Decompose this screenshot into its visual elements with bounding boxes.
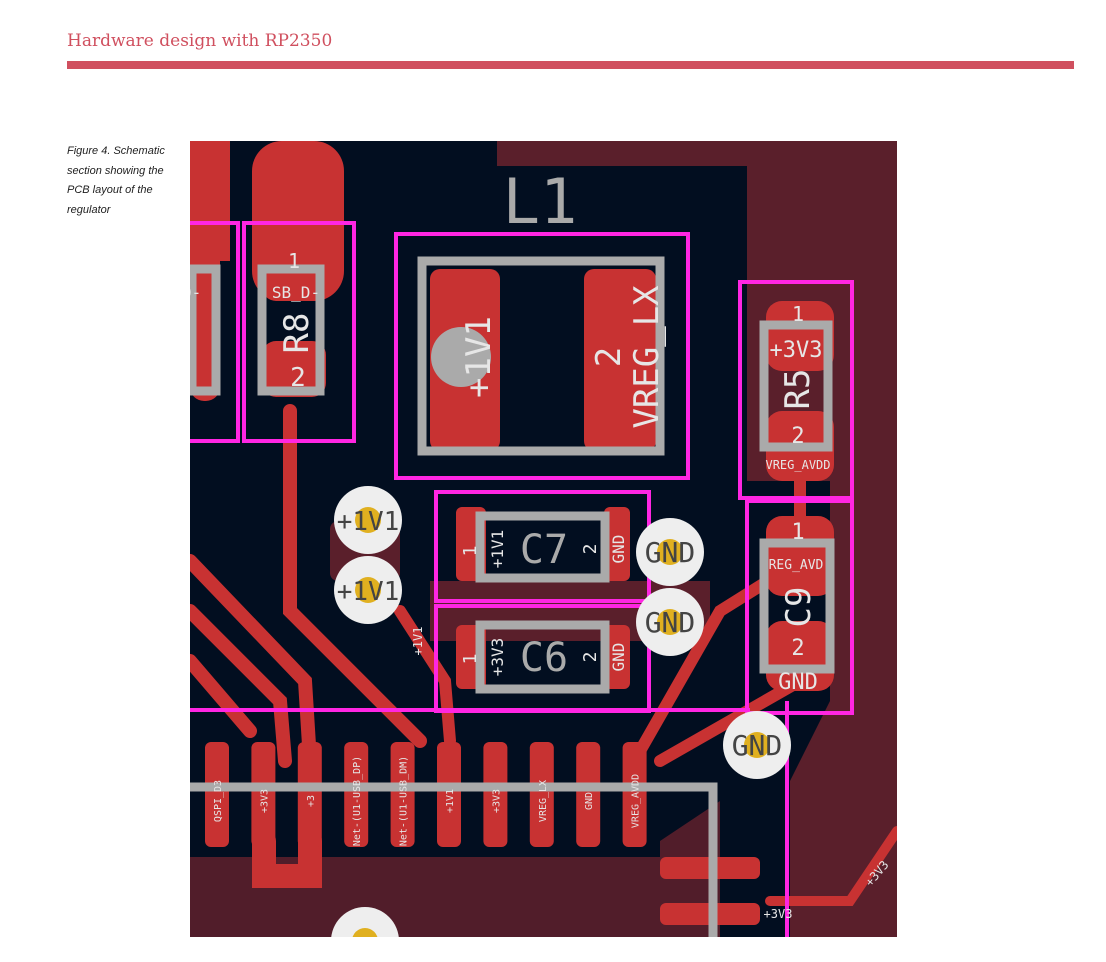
ic-pad bbox=[483, 742, 508, 847]
label-tp3: GND bbox=[645, 536, 696, 569]
ic-pin-label: +1V1 bbox=[445, 789, 456, 813]
label-c6: C6 bbox=[520, 635, 568, 681]
label-c7: C7 bbox=[520, 527, 568, 573]
ic-pin-label: +3 bbox=[306, 795, 317, 807]
label-c9-net2: GND bbox=[778, 670, 818, 695]
page-header-title: Hardware design with RP2350 bbox=[67, 31, 333, 51]
label-c6-p2: 2 bbox=[580, 652, 601, 663]
label-tp2: +1V1 bbox=[337, 577, 400, 607]
ic-pad bbox=[297, 742, 322, 847]
label-r5: R5 bbox=[778, 369, 818, 410]
label-c9-net1: REG_AVD bbox=[769, 558, 824, 573]
label-c6-net2: GND bbox=[609, 643, 628, 672]
ic-pad bbox=[390, 742, 415, 847]
ic-pads bbox=[205, 742, 647, 847]
label-c6-p1: 1 bbox=[460, 654, 481, 665]
label-r8-net: SB_D- bbox=[272, 283, 320, 302]
label-r5-p1: 1 bbox=[792, 302, 804, 326]
ic-pin-label: Net-(U1-USB_DM) bbox=[399, 756, 410, 846]
ic-pin-label: VREG_AVDD bbox=[631, 774, 642, 828]
ic-pad bbox=[529, 742, 554, 847]
pcb-layout-image: L1 +1V1 2 VREG_LX 1 SB_D- R8 2 D- 1 +3V3… bbox=[182, 141, 902, 962]
label-r5-p2: 2 bbox=[791, 424, 804, 449]
label-r-left-net: D- bbox=[190, 283, 201, 302]
header-rule bbox=[67, 61, 1074, 69]
ic-pin-label: +3V3 bbox=[491, 789, 502, 813]
pin1-marker bbox=[431, 327, 491, 387]
label-l1-pin2-num: 2 bbox=[589, 347, 629, 367]
label-r8-p1: 1 bbox=[288, 249, 300, 273]
ic-pin-labels: QSPI_D3 +3V3 +3 Net-(U1-USB_DP) Net-(U1-USB_… bbox=[213, 756, 642, 846]
label-r5-net2: VREG_AVDD bbox=[765, 458, 830, 472]
ic-pad bbox=[251, 742, 276, 847]
test-points bbox=[331, 486, 791, 962]
label-r5-net: +3V3 bbox=[770, 338, 823, 363]
ic-pin-label: +3V3 bbox=[259, 789, 270, 813]
ic-pin-label: GND bbox=[584, 792, 595, 810]
ic-pad bbox=[437, 742, 461, 847]
label-c9-p2: 2 bbox=[791, 636, 804, 661]
label-c7-p2: 2 bbox=[580, 544, 601, 555]
label-tp4: GND bbox=[645, 606, 696, 639]
label-l1-pin2: VREG_LX bbox=[627, 285, 667, 429]
label-c7-net1: +1V1 bbox=[488, 530, 507, 569]
label-c7-net2: GND bbox=[609, 535, 628, 564]
label-c9-p1: 1 bbox=[791, 520, 804, 545]
label-r8-p2: 2 bbox=[290, 363, 306, 393]
label-c6-net1: +3V3 bbox=[488, 638, 507, 677]
ic-pad bbox=[205, 742, 229, 847]
ic-pin-label: Net-(U1-USB_DP) bbox=[352, 756, 363, 846]
label-l1: L1 bbox=[503, 165, 578, 238]
silkscreen-outlines bbox=[187, 256, 835, 937]
label-r8: R8 bbox=[277, 313, 317, 354]
ic-pad bbox=[344, 742, 369, 847]
label-tp5: GND bbox=[732, 729, 783, 762]
label-trace-1v1: +1V1 bbox=[411, 627, 425, 656]
pcb-figure: L1 +1V1 2 VREG_LX 1 SB_D- R8 2 D- 1 +3V3… bbox=[182, 141, 902, 962]
figure-caption: Figure 4. Schematic section showing the … bbox=[67, 145, 165, 216]
ic-pad bbox=[576, 742, 601, 847]
label-l1-pin1: +1V1 bbox=[459, 316, 499, 398]
ic-pin-label: VREG_LX bbox=[538, 780, 549, 822]
label-c7-p1: 1 bbox=[460, 546, 481, 557]
label-trace-3v3: +3V3 bbox=[764, 907, 793, 921]
label-c9: C9 bbox=[779, 587, 819, 628]
ic-pad bbox=[622, 742, 647, 847]
label-tp1: +1V1 bbox=[337, 507, 400, 537]
ic-pin-label: QSPI_D3 bbox=[213, 780, 224, 822]
